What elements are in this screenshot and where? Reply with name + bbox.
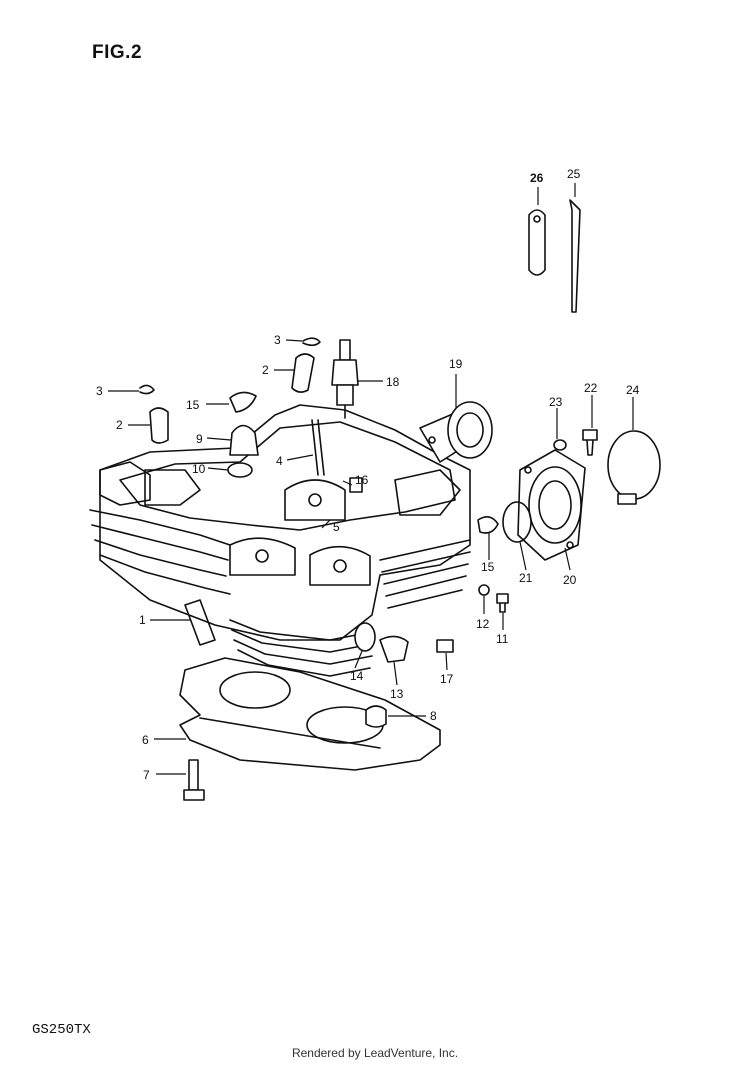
part-25-rod [569, 199, 581, 313]
part-7-bolt [183, 759, 205, 801]
part-2-dowel-left [149, 407, 169, 444]
callout-15: 15 [186, 398, 200, 412]
cylinder-head-assembly [89, 404, 471, 677]
part-10-washer [227, 462, 253, 478]
callout-6: 6 [142, 733, 149, 747]
callout-12: 12 [476, 617, 490, 631]
part-19-intake-pipe [419, 401, 493, 463]
part-14-seal [354, 622, 376, 652]
callout-1: 1 [139, 613, 146, 627]
callout-20: 20 [563, 573, 577, 587]
figure-title: FIG.2 [92, 42, 143, 63]
callout-8: 8 [430, 709, 437, 723]
model-code: GS250TX [32, 1022, 91, 1038]
callout-labels: 26 25 3 2 18 19 3 15 2 9 10 4 16 5 23 22… [96, 167, 640, 782]
callout-3: 3 [274, 333, 281, 347]
part-12-washer [478, 584, 490, 596]
part-16-nut [349, 477, 363, 493]
part-6-head-gasket [179, 657, 441, 771]
callout-22: 22 [584, 381, 598, 395]
callout-10: 10 [192, 462, 206, 476]
callout-26: 26 [530, 171, 544, 185]
callout-7: 7 [143, 768, 150, 782]
part-3-clip-top [302, 337, 321, 347]
callout-19: 19 [449, 357, 463, 371]
callout-3: 3 [96, 384, 103, 398]
callout-13: 13 [390, 687, 404, 701]
footer-credit: Rendered by LeadVenture, Inc. [291, 1046, 459, 1060]
part-22-screw [582, 429, 598, 456]
part-9-cap-nut [229, 424, 259, 456]
callout-24: 24 [626, 383, 640, 397]
callout-15: 15 [481, 560, 495, 574]
callout-17: 17 [440, 672, 454, 686]
callout-2: 2 [116, 418, 123, 432]
part-17-cap [436, 639, 454, 653]
callout-11: 11 [496, 632, 509, 646]
callout-9: 9 [196, 432, 203, 446]
part-26-strap [528, 209, 546, 276]
part-11-bolt [496, 593, 509, 613]
leader-lines [108, 339, 634, 775]
part-3-clip-left [139, 384, 155, 395]
part-15-key-top [229, 391, 257, 413]
callout-23: 23 [549, 395, 563, 409]
callout-2: 2 [262, 363, 269, 377]
part-13-plug [379, 635, 409, 663]
part-21-o-ring [502, 501, 532, 543]
part-18-spark-plug [331, 339, 359, 419]
callout-14: 14 [350, 669, 364, 683]
callout-16: 16 [355, 473, 369, 487]
callout-5: 5 [333, 520, 340, 534]
part-8-dowel [365, 705, 387, 728]
part-15-key-right [477, 516, 499, 534]
part-23-washer [553, 439, 567, 451]
part-24-clamp [607, 430, 661, 505]
callout-25: 25 [567, 167, 581, 181]
callout-4: 4 [276, 454, 283, 468]
callout-21: 21 [519, 571, 533, 585]
callout-18: 18 [386, 375, 400, 389]
part-2-dowel-top [291, 353, 315, 393]
part-20-intake-pipe [517, 449, 586, 561]
